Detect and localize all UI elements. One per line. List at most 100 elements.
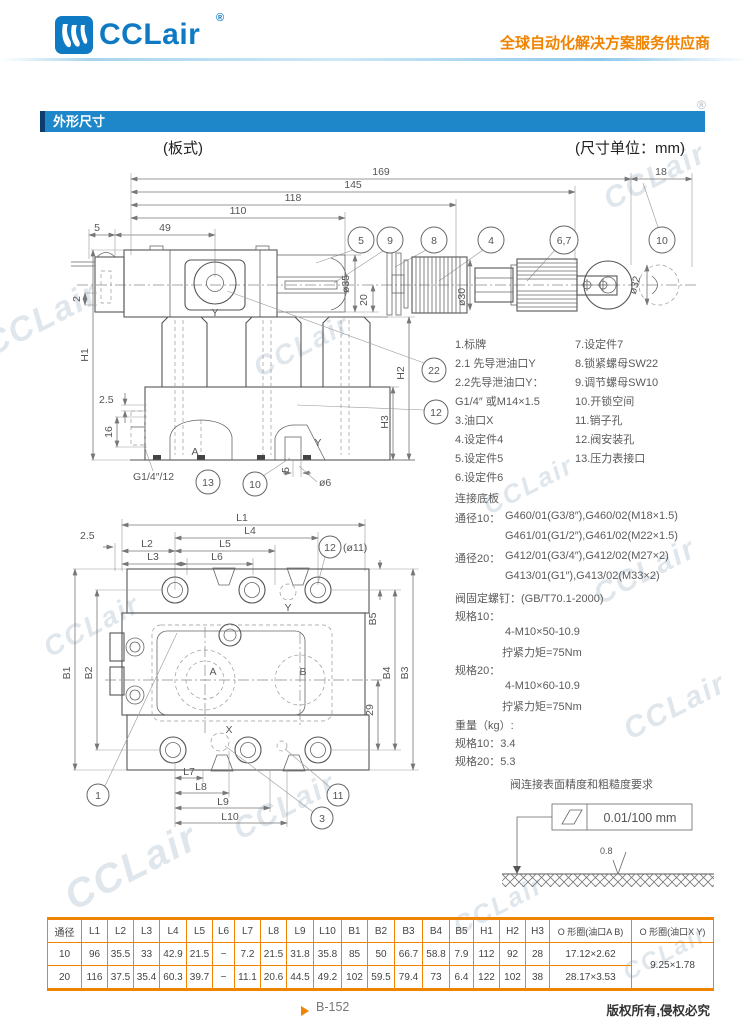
note-item: 5.设定件5: [455, 453, 504, 465]
note-item: 13.压力表接口: [575, 453, 646, 465]
col-header: H2: [499, 918, 526, 943]
balloon-10: 10: [656, 235, 668, 247]
section-title-bar: 外形尺寸: [40, 111, 705, 132]
dn20-line2: G413/01(G1″),G413/02(M33×2): [505, 570, 660, 582]
connection-title: 连接底板: [455, 493, 499, 505]
dim-118: 118: [285, 192, 302, 204]
note-item: 10.开锁空间: [575, 396, 635, 408]
size20-torque: 拧紧力矩=75Nm: [502, 701, 582, 713]
note-item: 9.调节螺母SW10: [575, 377, 659, 389]
company-logo-icon: [55, 16, 93, 54]
dim-16: 16: [103, 426, 115, 438]
dim-145: 145: [344, 179, 362, 191]
dim-l3: L3: [147, 551, 159, 563]
cell: 50: [367, 942, 395, 966]
dim-b3: B3: [399, 666, 411, 679]
page-arrow-icon: [301, 1006, 309, 1016]
col-header: B2: [367, 918, 395, 943]
dim-5b: 5: [280, 467, 292, 473]
surface-requirement-figure: 0.01/100 mm 0.8: [502, 803, 714, 887]
port-a-label: A: [191, 446, 198, 458]
cell-oring-xy: 9.25×1.78: [631, 942, 714, 990]
notes-column-left: 1.标牌 2.1 先导泄油口Y 2.2先导泄油口Y： G1/4″ 或M14×1.…: [455, 336, 544, 488]
dim-l10: L10: [221, 811, 239, 823]
col-header: L8: [260, 918, 287, 943]
cell: 31.8: [286, 942, 314, 966]
cell: 6.4: [449, 965, 474, 990]
dn10-label: 通径10：: [455, 513, 501, 525]
dn10-line2: G461/01(G1/2″),G461/02(M22×1.5): [505, 530, 678, 542]
notes-column-right: 7.设定件7 8.锁紧螺母SW22 9.调节螺母SW10 10.开锁空间 11.…: [575, 336, 658, 469]
port-g-label: G1/4″/12: [133, 471, 174, 483]
plan-balloons: 1 11 3: [86, 632, 350, 830]
balloon-3: 3: [319, 813, 325, 825]
dim-l8: L8: [195, 781, 207, 793]
cell: 92: [499, 942, 526, 966]
dim-29: 29: [364, 704, 376, 716]
dim-b1: B1: [61, 666, 73, 679]
size20-spec: 4-M10×60-10.9: [505, 680, 580, 692]
note-item: G1/4″ 或M14×1.5: [455, 396, 540, 408]
cell: 21.5: [186, 942, 213, 966]
weight-10: 规格10：3.4: [455, 738, 516, 750]
screw-title: 阀固定螺钉：(GB/T70.1-2000): [455, 593, 604, 605]
balloon-5: 5: [358, 235, 364, 247]
cell: 37.5: [107, 965, 134, 990]
cell: 73: [422, 965, 450, 990]
surface-requirement-title: 阀连接表面精度和粗糙度要求: [510, 779, 653, 791]
col-header: L4: [159, 918, 187, 943]
right-vertical-dims: H2 H3: [370, 316, 415, 461]
balloon-22: 22: [428, 365, 440, 377]
port-y-label: Y: [211, 307, 218, 319]
cell: 85: [341, 942, 368, 966]
registered-mark: ®: [216, 12, 225, 24]
col-header: L9: [286, 918, 314, 943]
cell: 44.5: [286, 965, 314, 990]
dim-b2: B2: [83, 666, 95, 679]
dim-h1: H1: [79, 348, 91, 362]
dim-l9: L9: [217, 796, 229, 808]
registered-mark-small: ®: [697, 98, 706, 112]
plan-top-dims: L1 L4 L2 L5 L3 L6 2.5 12 (ø11): [80, 512, 367, 590]
note-item: 8.锁紧螺母SW22: [575, 358, 659, 370]
plan-x-label: X: [225, 724, 232, 736]
cell: 102: [499, 965, 526, 990]
valve-main-body: Y: [71, 245, 278, 319]
dim-dia30: ø30: [456, 288, 468, 306]
dim-l1: L1: [236, 512, 248, 524]
col-header: H1: [473, 918, 500, 943]
flatness-value: 0.01/100 mm: [604, 811, 677, 825]
balloon-1: 1: [95, 790, 101, 802]
dim-dia6: ø6: [319, 477, 331, 489]
balloon-9: 9: [387, 235, 393, 247]
dim-dia35: ø35: [340, 275, 352, 293]
dimension-table: 通径 L1 L2 L3 L4 L5 L6 L7 L8 L9 L10 B1 B2 …: [47, 917, 714, 991]
plan-side-dims: B1 B2 B5 B4 B3 29: [61, 560, 419, 771]
col-header: B5: [449, 918, 474, 943]
note-item: 1.标牌: [455, 339, 487, 351]
company-tagline: 全球自动化解决方案服务供应商: [499, 35, 710, 52]
dn10-line1: G460/01(G3/8″),G460/02(M18×1.5): [505, 510, 678, 522]
dim-169: 169: [372, 166, 390, 178]
col-header: L10: [313, 918, 342, 943]
adjuster-knob: [474, 258, 578, 312]
weight-20: 规格20：5.3: [455, 756, 516, 768]
cell: 66.7: [394, 942, 423, 966]
cell-oring-ab: 28.17×3.53: [549, 965, 632, 990]
note-item: 2.2先导泄油口Y：: [455, 377, 544, 389]
cell: 38: [525, 965, 550, 990]
cell: 49.2: [313, 965, 342, 990]
cell-oring-ab: 17.12×2.62: [549, 942, 632, 966]
dim-2-5: 2.5: [99, 394, 114, 406]
dia11-label: (ø11): [343, 542, 367, 554]
cell: 116: [81, 965, 108, 990]
size10-torque: 拧紧力矩=75Nm: [502, 647, 582, 659]
col-header-oring-ab: O 形圈(油口A B): [549, 918, 632, 943]
dn20-label: 通径20：: [455, 553, 501, 565]
note-item: 12.阀安装孔: [575, 434, 635, 446]
col-header: B1: [341, 918, 368, 943]
dim-dia32: ø32: [627, 275, 643, 296]
cell: 10: [47, 942, 82, 966]
plan-a-label: A: [209, 666, 216, 678]
col-header: 通径: [47, 918, 82, 943]
